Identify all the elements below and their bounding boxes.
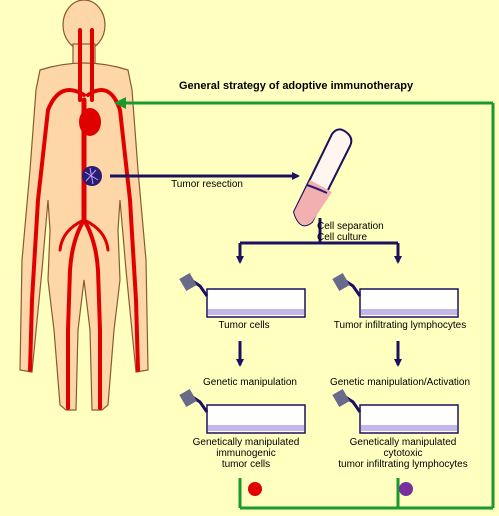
flask-modified-til xyxy=(332,388,459,434)
test-tube xyxy=(292,128,353,227)
heart xyxy=(79,108,101,136)
return-path xyxy=(124,101,495,510)
marker-left xyxy=(248,482,262,496)
flask-modified-tumor xyxy=(179,388,306,434)
marker-right xyxy=(399,482,413,496)
diagram-title: General strategy of adoptive immunothera… xyxy=(179,80,414,92)
flask-tumor-cells xyxy=(179,272,306,318)
label-til: Tumor infiltrating lymphocytes xyxy=(333,320,467,331)
label-separation: Cell separation Cell culture xyxy=(317,221,384,243)
label-genetic-right: Genetic manipulation/Activation xyxy=(329,377,471,388)
separation-tree xyxy=(236,218,402,367)
label-resection: Tumor resection xyxy=(171,179,243,190)
return-arrowhead xyxy=(114,97,126,109)
label-result-right: Genetically manipulated cytotoxic tumor … xyxy=(338,437,468,470)
label-tumor-cells: Tumor cells xyxy=(218,320,270,331)
label-result-left: Genetically manipulated immunogenic tumo… xyxy=(192,437,300,470)
label-genetic-left: Genetic manipulation xyxy=(203,377,297,388)
tumor xyxy=(82,166,102,186)
flask-til xyxy=(332,272,459,318)
